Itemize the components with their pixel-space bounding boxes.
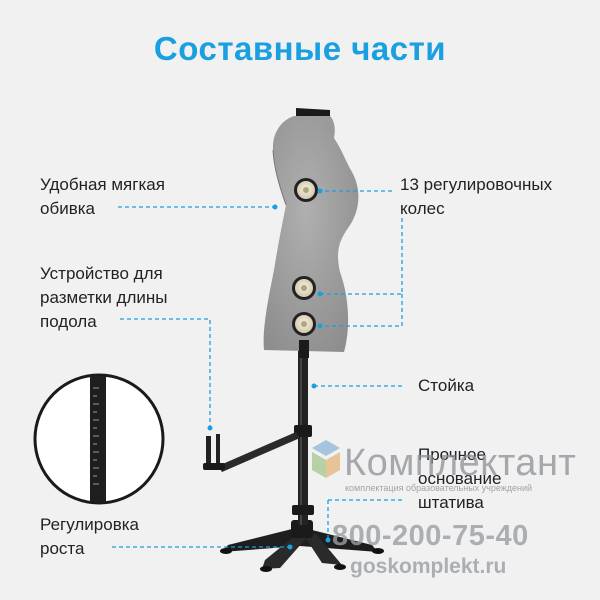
hem-marker-device <box>203 432 300 472</box>
label-adjustment-wheels: 13 регулировочных колес <box>400 173 552 221</box>
label-line: Регулировка <box>40 515 139 534</box>
stand-pole <box>292 345 314 525</box>
label-line: штатива <box>418 493 484 512</box>
watermark-logo-icon <box>312 440 340 478</box>
watermark-phone: 800-200-75-40 <box>332 520 529 552</box>
label-height-adjust: Регулировка роста <box>40 513 139 561</box>
label-hem-marker: Устройство для разметки длины подола <box>40 262 167 334</box>
watermark-subtitle: комплектация образовательных учреждений <box>345 483 533 493</box>
label-line: роста <box>40 539 85 558</box>
label-line: колес <box>400 199 445 218</box>
label-tripod-base: Прочное основание штатива <box>418 443 501 515</box>
label-line: подола <box>40 312 97 331</box>
page-title: Составные части <box>153 30 447 67</box>
mannequin-torso <box>263 108 359 358</box>
label-stand: Стойка <box>418 374 474 398</box>
callout-lines <box>112 190 404 548</box>
label-line: разметки длины <box>40 288 168 307</box>
label-soft-padding: Удобная мягкая обивка <box>40 173 165 221</box>
label-line: обивка <box>40 199 95 218</box>
height-scale-zoom <box>33 373 165 505</box>
label-line: основание <box>418 469 502 488</box>
watermark-brand-name: Комплектант <box>344 442 577 484</box>
adjustment-wheels <box>292 178 318 336</box>
label-line: Прочное <box>418 445 486 464</box>
tripod-base <box>220 520 384 572</box>
label-line: 13 регулировочных <box>400 175 553 194</box>
label-line: Стойка <box>418 376 475 395</box>
watermark-website: goskomplekt.ru <box>350 555 507 578</box>
callout-dots <box>207 188 331 550</box>
label-line: Устройство для <box>40 264 163 283</box>
label-line: Удобная мягкая <box>40 175 165 194</box>
